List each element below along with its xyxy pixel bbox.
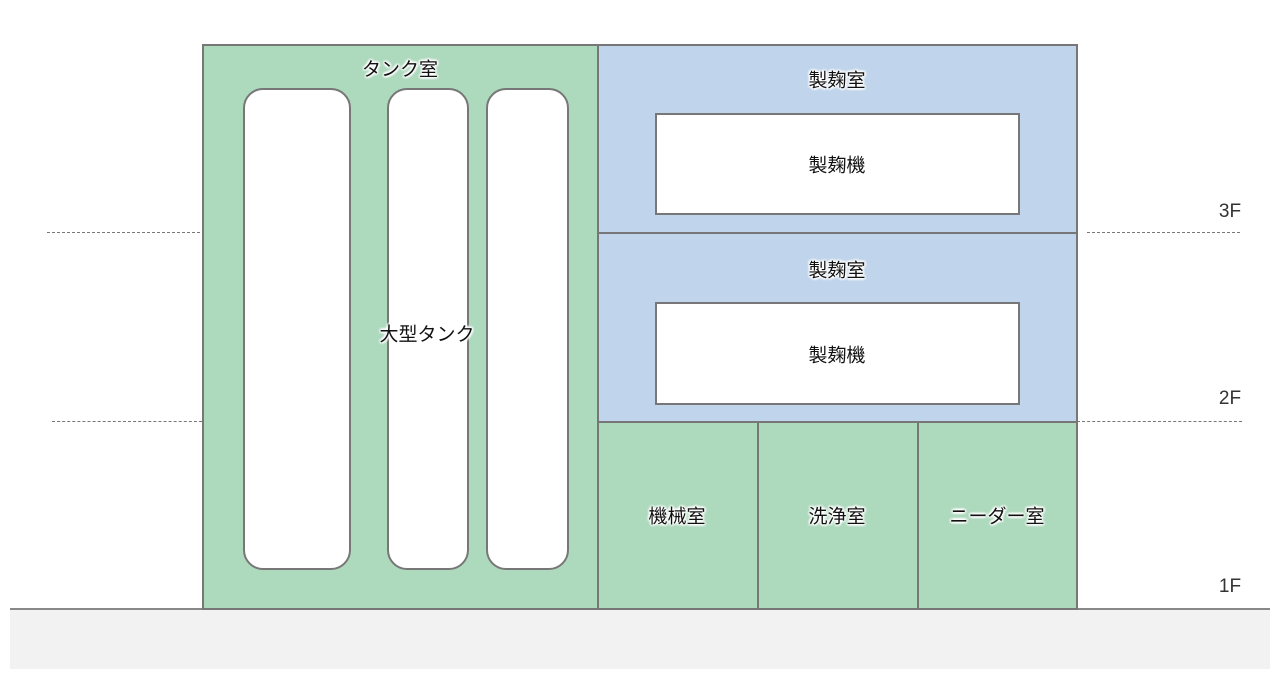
koji-room-2f-label: 製麹室 [808,259,866,282]
floor-label-2f: 2F [1218,388,1242,409]
koji-machine-2f [655,302,1020,405]
large-tank-2 [387,88,469,570]
large-tank-label: 大型タンク [379,323,475,346]
ground [10,608,1270,669]
koji-room-3f-label: 製麹室 [808,69,866,92]
washing-room [757,421,919,610]
machine-room [597,421,759,610]
koji-machine-2f-label: 製麹機 [808,344,866,367]
large-tank-3 [486,88,569,570]
kneader-room-label: ニーダー室 [949,505,1045,528]
floor-line-2f-right [1077,421,1242,422]
floor-line-3f-left [47,232,200,233]
koji-machine-3f [655,113,1020,215]
kneader-room [917,421,1078,610]
floor-line-2f-left [52,421,202,422]
tank-room-label: タンク室 [361,58,439,81]
floor-label-1f: 1F [1218,576,1242,597]
machine-room-label: 機械室 [648,505,706,528]
large-tank-1 [243,88,351,570]
floor-line-3f-right [1087,232,1240,233]
floor-label-3f: 3F [1218,201,1242,222]
washing-room-label: 洗浄室 [808,505,866,528]
koji-machine-3f-label: 製麹機 [808,154,866,177]
